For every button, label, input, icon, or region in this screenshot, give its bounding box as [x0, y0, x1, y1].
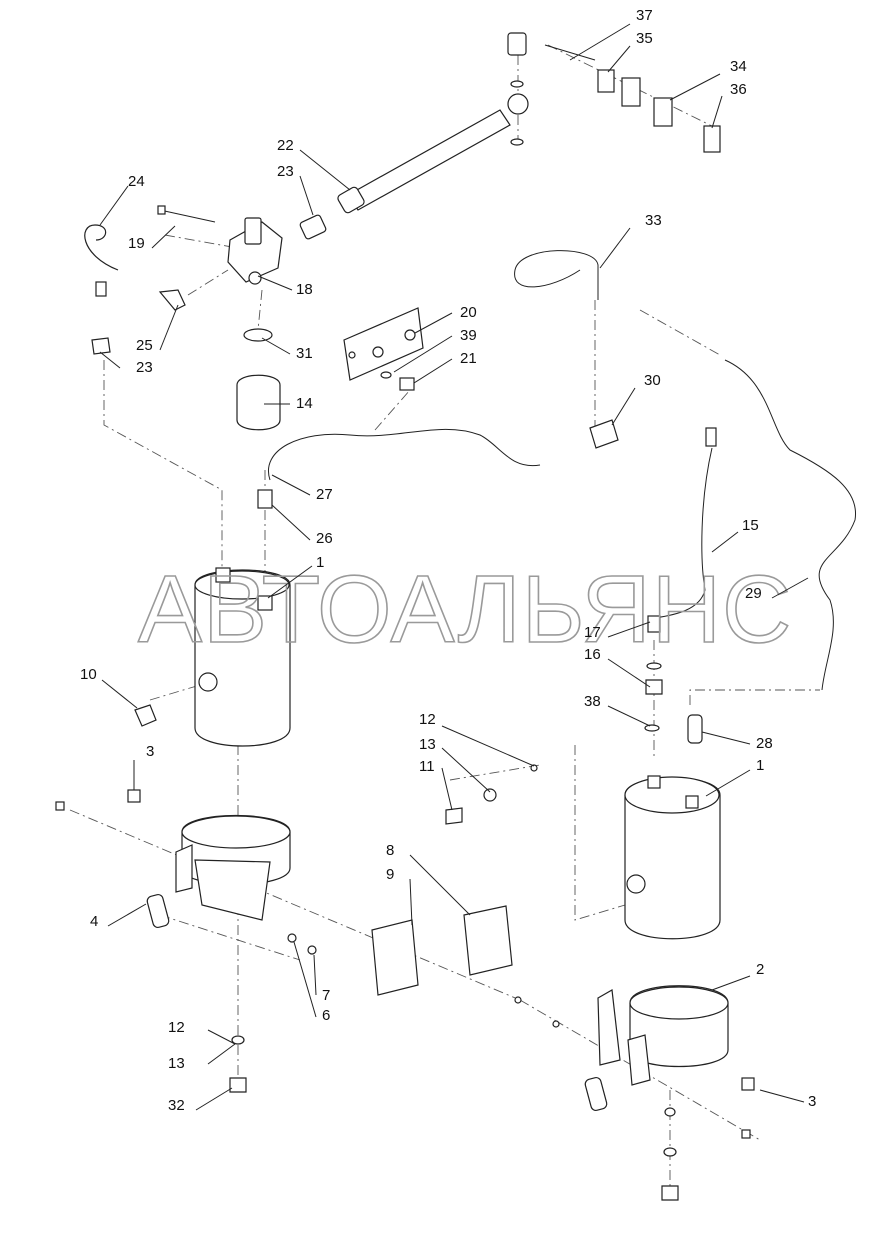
- leader-line-c36: [711, 95, 723, 129]
- leader-line-c2: [711, 975, 751, 991]
- callout-label-c14: 14: [296, 395, 313, 412]
- callout-label-c36: 36: [730, 81, 747, 98]
- callout-label-c21: 21: [460, 350, 477, 367]
- leader-line-c21: [413, 358, 453, 384]
- leader-line-c10: [101, 679, 138, 709]
- leader-line-c33: [599, 227, 631, 269]
- callout-label-c38: 38: [584, 693, 601, 710]
- callout-label-c9: 9: [386, 866, 394, 883]
- callout-label-c1a: 1: [316, 554, 324, 571]
- leader-line-c17: [607, 621, 651, 638]
- callout-label-c28: 28: [756, 735, 773, 752]
- callout-label-c8: 8: [386, 842, 394, 859]
- callout-label-c29: 29: [745, 585, 762, 602]
- leader-line-c12a: [441, 725, 535, 767]
- callout-labels: 3735343622232419182523311433203921302726…: [80, 7, 816, 1114]
- callout-label-c13a: 13: [419, 736, 436, 753]
- callout-label-c11: 11: [419, 758, 435, 775]
- leader-line-c4: [107, 903, 147, 927]
- callout-label-c15: 15: [742, 517, 759, 534]
- leader-line-c7: [313, 954, 317, 996]
- callout-label-c32: 32: [168, 1097, 185, 1114]
- callout-label-c27: 27: [316, 486, 333, 503]
- leader-line-c15: [711, 531, 739, 553]
- leader-line-c20: [414, 312, 453, 334]
- callout-label-c30: 30: [644, 372, 661, 389]
- callout-label-c23b: 23: [136, 359, 153, 376]
- leader-line-c3b: [759, 1089, 805, 1103]
- leader-line-c35: [607, 45, 631, 73]
- leader-line-c32: [195, 1087, 233, 1111]
- leader-line-c26: [271, 504, 311, 541]
- leader-line-c30: [611, 387, 636, 426]
- leader-line-c11: [441, 767, 453, 811]
- leader-line-c6: [293, 941, 317, 1018]
- leader-line-c38: [607, 705, 651, 727]
- callout-label-c13b: 13: [168, 1055, 185, 1072]
- leader-line-c23a: [299, 175, 314, 216]
- upper-brackets: [343, 44, 721, 391]
- callout-label-c37: 37: [636, 7, 653, 24]
- leader-line-c1a: [267, 565, 313, 599]
- leader-line-c27: [271, 474, 311, 496]
- leader-line-c25: [159, 304, 179, 351]
- callout-label-c6: 6: [322, 1007, 330, 1024]
- callout-label-c20: 20: [460, 304, 477, 321]
- valve-pipe-assembly: [84, 32, 529, 431]
- callout-label-c31: 31: [296, 345, 313, 362]
- leader-line-c22: [299, 149, 351, 191]
- leader-line-c13b: [207, 1043, 236, 1065]
- left-strap: [55, 789, 513, 1093]
- leader-line-c23b: [99, 351, 121, 369]
- callout-label-c39: 39: [460, 327, 477, 344]
- callout-label-c33: 33: [645, 212, 662, 229]
- leader-line-c28: [701, 731, 751, 745]
- leader-line-c39: [393, 335, 453, 373]
- callout-label-c12b: 12: [168, 1019, 185, 1036]
- callout-label-c3a: 3: [146, 743, 154, 760]
- callout-label-c19: 19: [128, 235, 145, 252]
- leader-line-c9: [409, 878, 413, 926]
- callout-leaders: [99, 23, 809, 1111]
- leader-line-c1b: [705, 769, 751, 797]
- callout-label-c34: 34: [730, 58, 747, 75]
- callout-label-c16: 16: [584, 646, 601, 663]
- callout-label-c12a: 12: [419, 711, 436, 728]
- callout-label-c2: 2: [756, 961, 764, 978]
- leader-line-c34: [669, 73, 721, 101]
- callout-label-c10: 10: [80, 666, 97, 683]
- callout-label-c26: 26: [316, 530, 333, 547]
- callout-label-c3b: 3: [808, 1093, 816, 1110]
- leader-line-c29: [771, 577, 809, 599]
- leader-line-c19: [151, 225, 176, 249]
- callout-label-c17: 17: [584, 624, 601, 641]
- leader-line-c31: [261, 337, 291, 355]
- leader-line-c8: [409, 854, 471, 916]
- leader-line-c13a: [441, 747, 491, 793]
- leader-line-c16: [607, 658, 651, 688]
- leader-line-c37: [569, 23, 631, 61]
- callout-label-c18: 18: [296, 281, 313, 298]
- hoses: [268, 250, 857, 691]
- callout-label-c25: 25: [136, 337, 153, 354]
- left-air-tank: [134, 489, 291, 747]
- callout-label-c4: 4: [90, 913, 98, 930]
- callout-label-c1b: 1: [756, 757, 764, 774]
- callout-label-c22: 22: [277, 137, 294, 154]
- watermark-text: АВТОАЛЬЯНС: [138, 556, 792, 663]
- right-strap: [445, 764, 755, 1201]
- leader-line-c18: [257, 275, 293, 291]
- callout-label-c24: 24: [128, 173, 145, 190]
- callout-label-c23a: 23: [277, 163, 294, 180]
- right-air-tank: [624, 662, 721, 940]
- leader-line-c24: [99, 185, 129, 226]
- callout-label-c35: 35: [636, 30, 653, 47]
- leader-line-c12b: [207, 1029, 236, 1045]
- callout-label-c7: 7: [322, 987, 330, 1004]
